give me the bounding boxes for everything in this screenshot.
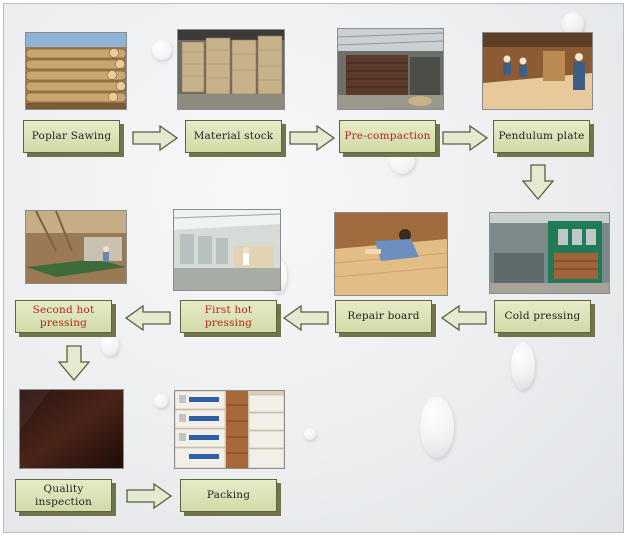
right-arrow-icon	[126, 483, 172, 509]
step-label: Cold pressing	[504, 310, 581, 322]
step-label: Repair board	[347, 310, 420, 322]
down-arrow-icon	[58, 345, 90, 381]
step-label: Pre-compaction	[344, 130, 431, 142]
step-first-hot-pressing: First hot pressing	[180, 300, 277, 333]
right-arrow-icon	[132, 125, 178, 151]
step-pre-compaction: Pre-compaction	[339, 120, 436, 153]
flow-diagram: Poplar Sawing Material stock Pre-compact…	[3, 3, 624, 533]
water-drop	[101, 334, 119, 356]
step-label: First hot pressing	[204, 303, 253, 329]
down-arrow-icon	[522, 164, 554, 200]
finished-board-photo	[19, 389, 124, 469]
step-material-stock: Material stock	[185, 120, 282, 153]
left-arrow-icon	[283, 305, 329, 331]
step-label: Packing	[206, 489, 251, 501]
poplar-logs-photo	[25, 32, 127, 110]
water-drop	[420, 396, 454, 458]
step-label: Poplar Sawing	[31, 130, 112, 142]
water-drop	[304, 428, 316, 440]
step-label: Material stock	[193, 130, 274, 142]
step-cold-pressing: Cold pressing	[494, 300, 591, 333]
repair-worker-photo	[334, 212, 448, 296]
packed-boxes-photo	[174, 390, 285, 469]
veneer-stock-photo	[177, 29, 285, 110]
step-poplar-sawing: Poplar Sawing	[23, 120, 120, 153]
hot-press-line-photo	[25, 210, 127, 284]
step-packing: Packing	[180, 479, 277, 512]
step-repair-board: Repair board	[335, 300, 432, 333]
step-label: Second hot pressing	[32, 303, 95, 329]
right-arrow-icon	[289, 125, 335, 151]
factory-hall-photo	[173, 209, 281, 291]
step-label: Pendulum plate	[498, 130, 585, 142]
cold-press-photo	[489, 212, 610, 294]
step-second-hot-pressing: Second hot pressing	[15, 300, 112, 333]
water-drop	[154, 394, 168, 408]
step-label: Quality inspection	[35, 482, 92, 508]
left-arrow-icon	[125, 305, 171, 331]
press-machine-photo	[337, 28, 444, 110]
water-drop	[562, 12, 584, 36]
water-drop	[511, 342, 535, 390]
step-quality-inspection: Quality inspection	[15, 479, 112, 512]
right-arrow-icon	[442, 125, 488, 151]
left-arrow-icon	[441, 305, 487, 331]
water-drop	[152, 40, 172, 60]
workers-table-photo	[482, 32, 593, 110]
step-pendulum-plate: Pendulum plate	[493, 120, 590, 153]
